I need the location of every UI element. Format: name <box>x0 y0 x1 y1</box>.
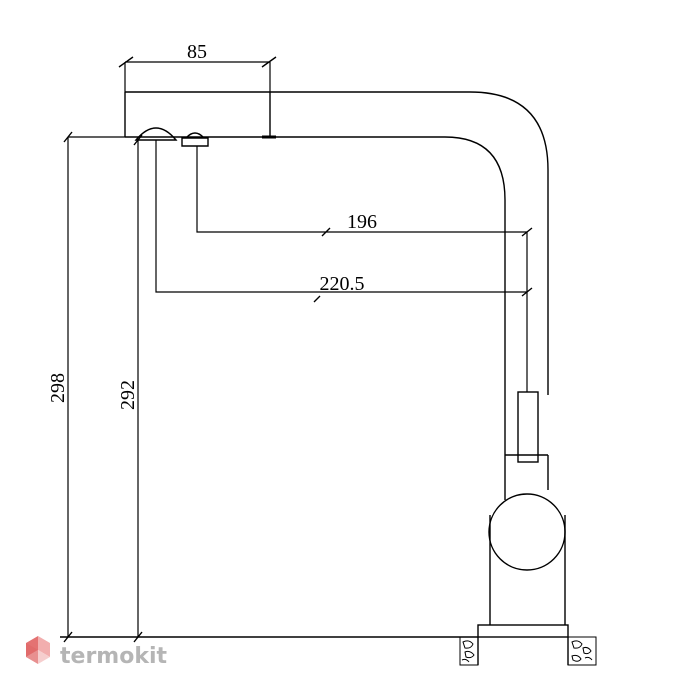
mixer-knob <box>488 493 566 571</box>
dim-label-reach-outer: 220.5 <box>320 273 365 295</box>
faucet-body <box>60 91 569 665</box>
spout-outer-curve <box>270 91 549 395</box>
cube-icon <box>26 636 50 664</box>
dim-label-reach-inner: 196 <box>347 211 377 233</box>
dim-line-reach-inner <box>196 146 528 392</box>
aerator-stream-outlet <box>181 132 209 147</box>
termokit-logo: termokit <box>26 636 167 669</box>
countertop-hatch-left <box>459 636 479 666</box>
logo-wordmark: termokit <box>60 644 167 669</box>
countertop-hatch-right <box>567 636 597 666</box>
aerator-spray-outlet <box>134 127 178 141</box>
dim-line-reach-outer <box>155 140 527 293</box>
dim-ticks <box>63 56 533 643</box>
spout-inner-curve <box>125 136 506 500</box>
spout-head <box>124 91 271 137</box>
handle-lever <box>517 391 539 463</box>
dimension-lines <box>63 56 533 643</box>
dim-line-height-total <box>67 136 125 637</box>
dim-line-spout-width <box>124 61 271 92</box>
dim-label-spout-width: 85 <box>187 41 207 63</box>
dim-label-height-outlet: 292 <box>117 380 139 410</box>
base-flange <box>477 624 569 638</box>
dim-label-height-total: 298 <box>47 373 69 403</box>
